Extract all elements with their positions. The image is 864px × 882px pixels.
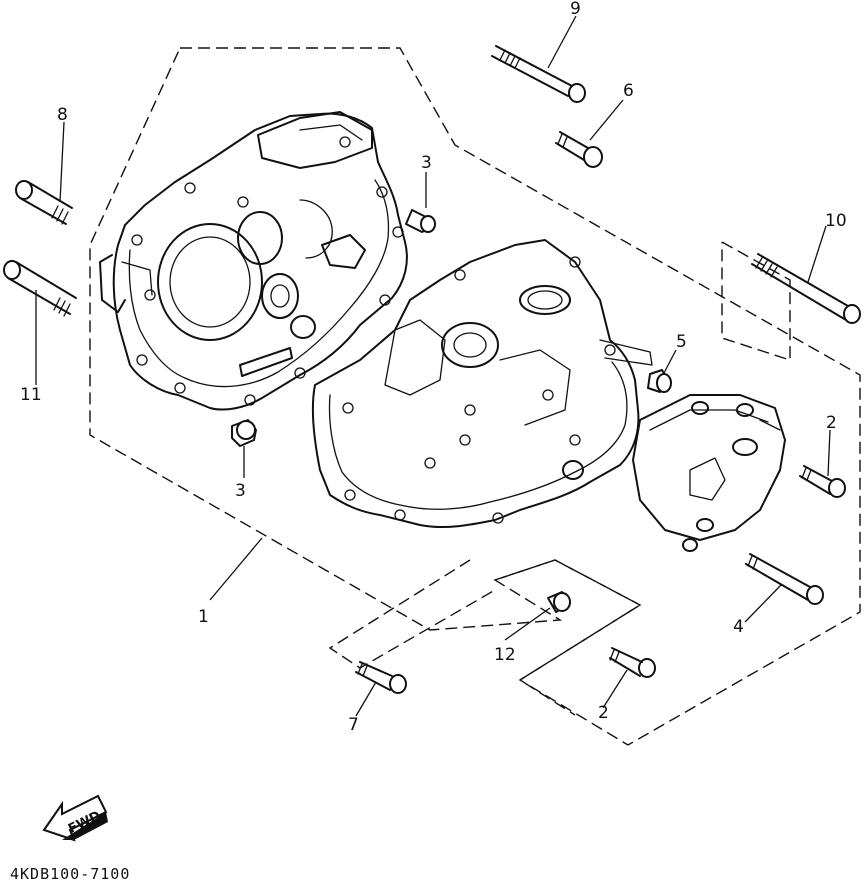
callout-3-upper: 3 [421, 153, 432, 173]
dowel-3-lower [231, 419, 257, 447]
callout-2-lower: 2 [598, 703, 609, 723]
bolt-7 [355, 661, 407, 694]
callout-3-lower: 3 [235, 481, 246, 501]
fwd-arrow-icon: FWD [42, 794, 108, 842]
callout-1: 1 [198, 607, 209, 627]
callout-7: 7 [348, 715, 359, 735]
right-crankcase-half [311, 239, 653, 529]
bolt-2-right [799, 465, 846, 498]
bolt-9 [491, 45, 586, 103]
callout-12: 12 [494, 645, 516, 665]
collar-12 [547, 591, 571, 613]
bolt-8 [15, 180, 73, 225]
callout-4: 4 [733, 617, 744, 637]
callout-11: 11 [20, 385, 42, 405]
callout-5: 5 [676, 332, 687, 352]
bolt-11 [3, 260, 77, 317]
assembly-dashed-outline [89, 47, 861, 746]
callout-2-right: 2 [826, 413, 837, 433]
callout-9: 9 [570, 0, 581, 19]
callout-10: 10 [825, 211, 847, 231]
dowel-5 [647, 369, 672, 393]
callout-labels: 1 2 2 3 3 4 5 6 7 8 9 10 11 12 [20, 0, 847, 735]
left-crankcase-half [99, 111, 408, 411]
bolt-4 [745, 553, 824, 605]
callout-8: 8 [57, 105, 68, 125]
callout-6: 6 [623, 81, 634, 101]
leader-lines [35, 15, 831, 717]
bolt-10 [751, 253, 861, 324]
reference-code: 4KDB100-7100 [10, 865, 130, 882]
bolt-6 [555, 131, 603, 168]
dowel-3-upper [405, 209, 436, 233]
side-cover [632, 394, 786, 552]
bolt-2-lower [609, 647, 656, 678]
